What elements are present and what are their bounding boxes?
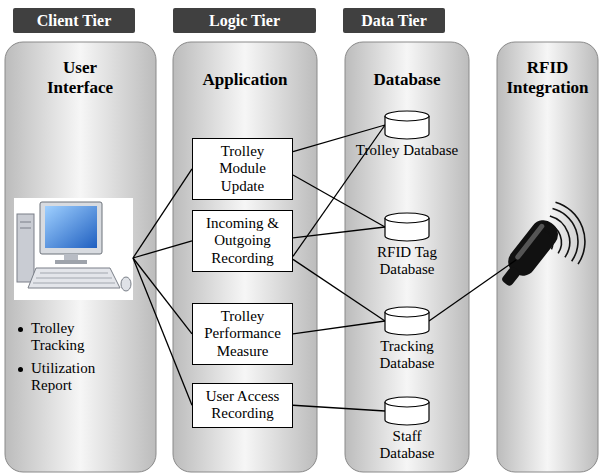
- connector-line: [133, 258, 192, 405]
- panel-title: Database: [345, 70, 469, 90]
- box-label: User Access Recording: [199, 388, 286, 423]
- bullet-item: Utilization Report: [31, 360, 121, 395]
- panel-title: User Interface: [30, 58, 130, 99]
- connector-line: [293, 405, 385, 411]
- process-box: Trolley Performance Measure: [192, 303, 293, 365]
- database-label: Staff Database: [367, 428, 447, 463]
- database-cylinder: [384, 396, 430, 426]
- database-node: Staff Database: [367, 396, 447, 463]
- database-node: Tracking Database: [367, 306, 447, 373]
- tier-heading: Data Tier: [343, 8, 445, 33]
- box-label: Trolley Module Update: [199, 143, 286, 195]
- tier-panel: [173, 42, 317, 472]
- connector-line: [133, 258, 192, 334]
- tier-panel: Client TierUser InterfaceTrolley Trackin…: [5, 42, 156, 472]
- box-label: Trolley Performance Measure: [199, 308, 286, 360]
- connector-line: [133, 169, 192, 258]
- computer-illustration: [14, 198, 133, 300]
- database-label: Tracking Database: [367, 338, 447, 373]
- connector-line: [293, 227, 385, 238]
- panel-title: RFID Integration: [502, 58, 593, 99]
- rfid-reader-illustration: [494, 196, 593, 292]
- database-node: RFID Tag Database: [367, 212, 447, 279]
- tier-panel: Data TierDatabaseTrolley DatabaseRFID Ta…: [345, 42, 469, 472]
- tier-panel: [345, 42, 469, 472]
- database-cylinder: [384, 212, 430, 242]
- bullet-dot: [18, 327, 23, 332]
- database-node: Trolley Database: [347, 110, 467, 159]
- connector-line: [429, 260, 516, 321]
- process-box: Trolley Module Update: [192, 138, 293, 200]
- tier-panel: Logic TierApplicationTrolley Module Upda…: [173, 42, 317, 472]
- connector-line: [293, 321, 385, 334]
- panel-title: Application: [173, 70, 317, 90]
- tier-heading: Client Tier: [13, 8, 135, 33]
- connector-line: [293, 175, 385, 227]
- database-label: Trolley Database: [347, 142, 467, 159]
- connector-line: [293, 259, 385, 321]
- process-box: User Access Recording: [192, 383, 293, 428]
- tier-panel: RFID Integration: [497, 42, 598, 472]
- process-box: Incoming & Outgoing Recording: [192, 210, 293, 272]
- database-cylinder: [384, 306, 430, 336]
- database-label: RFID Tag Database: [367, 244, 447, 279]
- bullet-dot: [18, 367, 23, 372]
- tier-panel: [497, 42, 598, 472]
- tier-heading: Logic Tier: [173, 8, 316, 33]
- connector-line: [133, 241, 192, 258]
- database-cylinder: [384, 110, 430, 140]
- bullet-item: Trolley Tracking: [31, 320, 121, 355]
- box-label: Incoming & Outgoing Recording: [199, 215, 286, 267]
